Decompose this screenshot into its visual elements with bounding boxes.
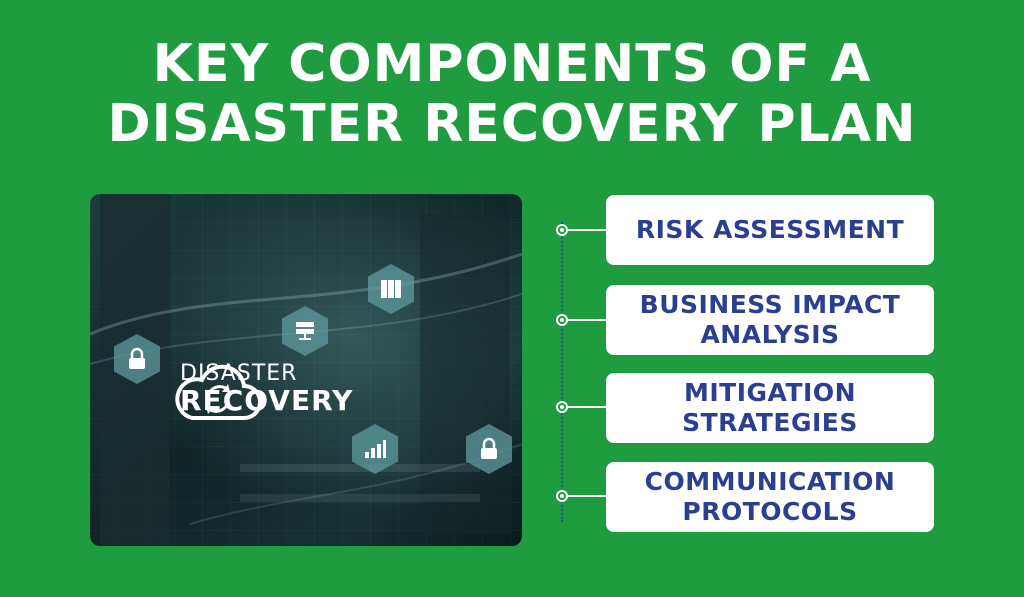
timeline-connector — [566, 406, 610, 408]
timeline-line — [561, 222, 563, 522]
lock-icon — [466, 424, 512, 474]
component-card-risk-assessment: RISK ASSESSMENT — [606, 195, 934, 265]
component-card-communication-protocols: COMMUNICATION PROTOCOLS — [606, 462, 934, 532]
timeline-connector — [566, 229, 610, 231]
database-icon — [282, 306, 328, 356]
timeline-connector — [566, 319, 610, 321]
disaster-recovery-image: DISASTER RECOVERY — [90, 194, 522, 546]
lock-icon — [114, 334, 160, 384]
server-icon — [368, 264, 414, 314]
bar-chart-icon — [352, 424, 398, 474]
disaster-recovery-logo: DISASTER RECOVERY — [170, 362, 353, 420]
component-card-business-impact-analysis: BUSINESS IMPACT ANALYSIS — [606, 285, 934, 355]
timeline-connector — [566, 495, 610, 497]
component-card-mitigation-strategies: MITIGATION STRATEGIES — [606, 373, 934, 443]
page-title: KEY COMPONENTS OF A DISASTER RECOVERY PL… — [107, 34, 917, 154]
